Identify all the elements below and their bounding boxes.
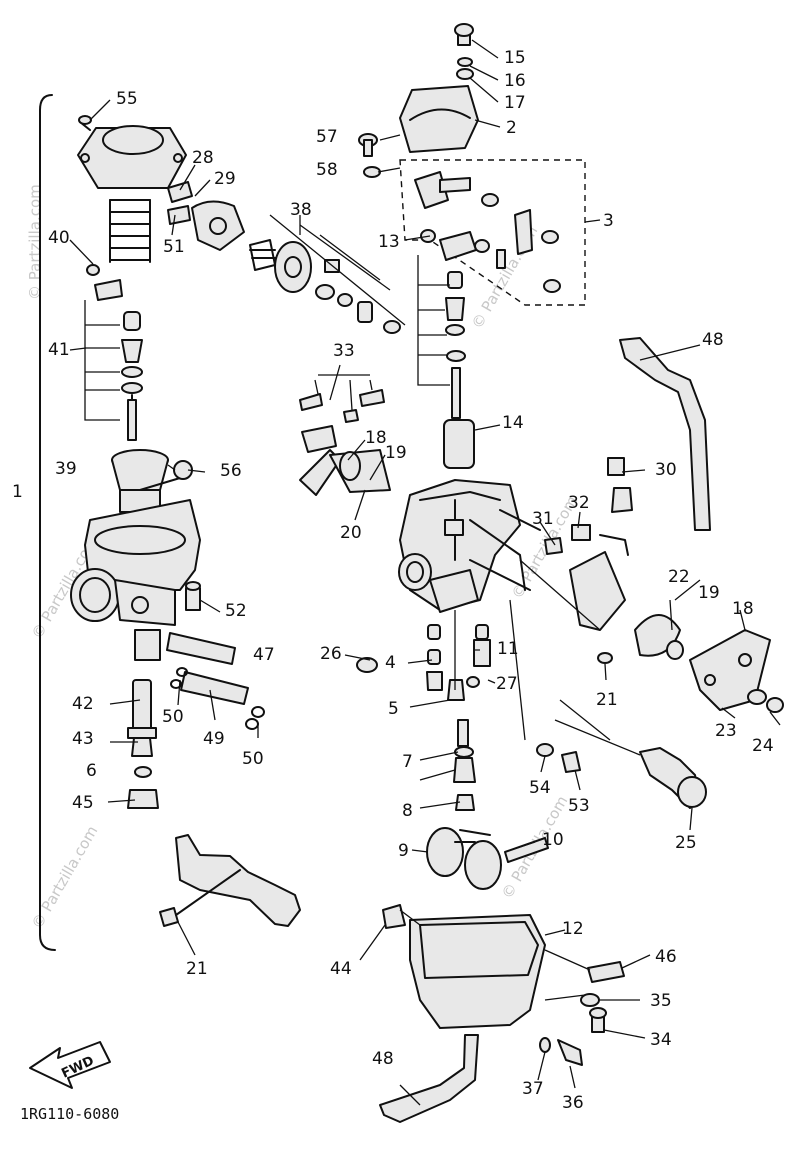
callout-36: 36	[562, 1093, 584, 1113]
callout-29: 29	[214, 169, 236, 189]
callout-22: 22	[668, 567, 690, 587]
drain-hose-group	[379, 1034, 583, 1123]
callout-26: 26	[320, 644, 342, 664]
callout-39: 39	[55, 459, 77, 479]
callout-13: 13	[378, 232, 400, 252]
callout-20: 20	[340, 523, 362, 543]
callout-53: 53	[568, 796, 590, 816]
callout-19: 19	[385, 443, 407, 463]
callout-2: 2	[506, 118, 517, 138]
assembly-bracket	[39, 94, 56, 951]
callout-9: 9	[398, 841, 409, 861]
callout-34: 34	[650, 1030, 672, 1050]
diaphragm-cover-group	[77, 115, 187, 441]
vent-hose	[619, 337, 711, 531]
callout-6: 6	[86, 761, 97, 781]
callout-55: 55	[116, 89, 138, 109]
callout-8: 8	[402, 801, 413, 821]
callout-58: 58	[316, 160, 338, 180]
callout-31: 31	[532, 509, 554, 529]
callout-27: 27	[496, 674, 518, 694]
watermark: © Partzilla.com	[26, 184, 44, 300]
callout-3: 3	[603, 211, 614, 231]
callout-46: 46	[655, 947, 677, 967]
carb-body-main	[398, 479, 541, 613]
callout-23: 23	[715, 721, 737, 741]
right-lever-group	[544, 457, 784, 713]
fwd-label: FWD	[59, 1054, 96, 1082]
callout-49: 49	[203, 729, 225, 749]
callout-43: 43	[72, 729, 94, 749]
callout-24: 24	[752, 736, 774, 756]
callout-51: 51	[163, 237, 185, 257]
carb-body-left	[70, 499, 201, 661]
needle-stack	[417, 229, 475, 469]
callout-11: 11	[497, 639, 519, 659]
callout-40: 40	[48, 228, 70, 248]
callout-47: 47	[253, 645, 275, 665]
callout-17: 17	[504, 93, 526, 113]
callout-19b: 19	[698, 583, 720, 603]
callout-38: 38	[290, 200, 312, 220]
forward-arrow-icon: FWD	[29, 1041, 111, 1089]
callout-1: 1	[12, 482, 23, 502]
callout-45: 45	[72, 793, 94, 813]
callout-labels: 15 16 17 2 57 58 3 13 38 55 28 29 51 40 …	[12, 48, 774, 1113]
callout-41: 41	[48, 340, 70, 360]
watermark: © Partzilla.com	[28, 823, 101, 932]
callout-5: 5	[388, 699, 399, 719]
throttle-shaft-group	[167, 181, 406, 334]
leader-lines	[69, 39, 781, 1106]
callout-21: 21	[596, 690, 618, 710]
callout-50: 50	[162, 707, 184, 727]
callout-18b: 18	[732, 599, 754, 619]
callout-42: 42	[72, 694, 94, 714]
callout-48: 48	[702, 330, 724, 350]
callout-25: 25	[675, 833, 697, 853]
callout-12: 12	[562, 919, 584, 939]
callout-10: 10	[542, 830, 564, 850]
lever-group	[299, 374, 391, 496]
jet-stack	[356, 599, 526, 811]
callout-21b: 21	[186, 959, 208, 979]
callout-52: 52	[225, 601, 247, 621]
callout-32: 32	[568, 493, 590, 513]
mounting-bracket	[159, 834, 301, 927]
callout-54: 54	[529, 778, 551, 798]
callout-18: 18	[365, 428, 387, 448]
callout-28: 28	[192, 148, 214, 168]
callout-7: 7	[402, 752, 413, 772]
callout-16: 16	[504, 71, 526, 91]
top-cover-group	[358, 23, 479, 178]
callout-33: 33	[333, 341, 355, 361]
callout-35: 35	[650, 991, 672, 1011]
callout-30: 30	[655, 460, 677, 480]
right-screws	[519, 559, 707, 809]
callout-50b: 50	[242, 749, 264, 769]
float-bowl-group	[382, 827, 625, 1033]
callout-4: 4	[385, 653, 396, 673]
callout-14: 14	[502, 413, 524, 433]
drawing-code: 1RG110-6080	[20, 1105, 119, 1123]
callout-57: 57	[316, 127, 338, 147]
callout-37: 37	[522, 1079, 544, 1099]
left-small-parts	[127, 460, 265, 809]
callout-56: 56	[220, 461, 242, 481]
callout-44: 44	[330, 959, 352, 979]
callout-48b: 48	[372, 1049, 394, 1069]
callout-15: 15	[504, 48, 526, 68]
